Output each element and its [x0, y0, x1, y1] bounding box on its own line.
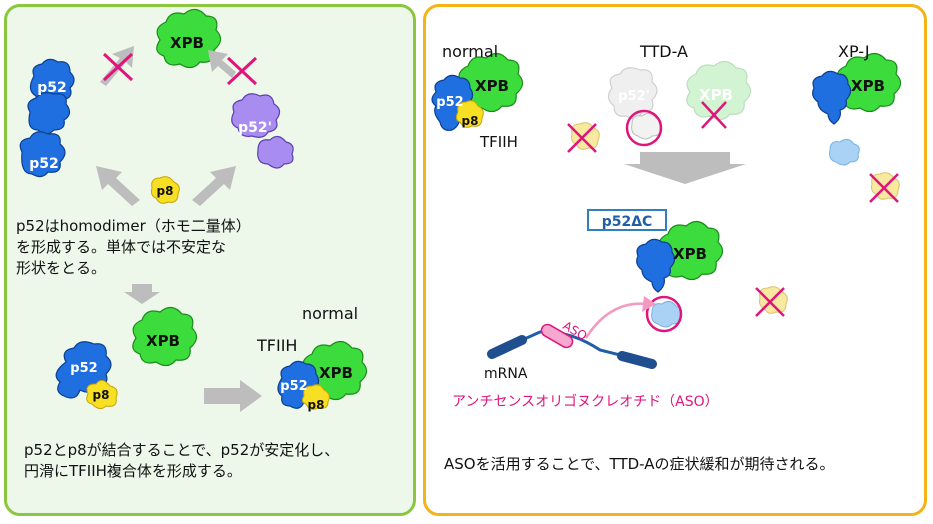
xpb-label: XPB [673, 245, 707, 263]
p52-prime-label: p52' [618, 89, 649, 104]
left-panel [4, 4, 416, 516]
p52-p8-complex: p52 p8 [55, 341, 118, 410]
cross-icon [102, 52, 258, 86]
left-text2-line2: 円滑にTFIIH複合体を形成する。 [24, 462, 242, 480]
normal-tfiih-complex: XPB p52 p8 [431, 52, 524, 131]
p52-label: p52 [37, 80, 67, 96]
right-summary-text: ASOを活用することで、TTD-Aの症状緩和が期待される。 [444, 455, 835, 473]
ttda-label: TTD-A [640, 42, 688, 61]
left-normal-label: normal [302, 304, 359, 323]
xpb-label: XPB [170, 34, 204, 52]
xpb-label: XPB [146, 332, 180, 350]
xpb-label: XPB [475, 77, 509, 95]
xpb-protein-middle: XPB [132, 306, 198, 367]
curved-arrow-icon [584, 302, 649, 339]
right-tfiih-label: TFIIH [480, 133, 518, 151]
p52-prime-label: p52' [238, 120, 272, 136]
xpj-complex: XPB [812, 52, 902, 166]
xpj-label: XP-J [838, 42, 870, 61]
p52dc-label: p52ΔC [587, 209, 667, 231]
left-text1-line3: 形状をとる。 [16, 259, 107, 277]
p8-missing-icon [567, 122, 600, 153]
cross-icon [701, 101, 727, 129]
p8-missing-icon [869, 172, 900, 203]
p52-label: p52 [29, 156, 59, 172]
aso-title: アンチセンスオリゴヌクレオチド（ASO） [452, 394, 719, 410]
p8-protein: p8 [151, 176, 180, 204]
arrow-icon [96, 166, 140, 206]
highlight-circle [645, 295, 683, 333]
left-text1-line2: を形成する。単体では不安定な [16, 238, 227, 256]
highlight-circle [625, 109, 663, 147]
p8-label: p8 [157, 184, 174, 198]
arrowhead-icon [642, 296, 656, 312]
arrow-icon [192, 166, 236, 206]
mrna-strand: ASO [487, 318, 657, 369]
xpb-protein-top: XPB [156, 8, 222, 69]
p8-label: p8 [462, 114, 479, 128]
down-arrow-icon [124, 284, 160, 304]
ttda-faded-proteins: p52' XPB [607, 60, 752, 121]
p52-homodimer: p52 p52 [19, 58, 75, 178]
p52-label: p52 [280, 379, 307, 394]
mrna-label: mRNA [484, 366, 528, 382]
p52-label: p52 [70, 361, 97, 376]
right-arrow-icon [204, 380, 262, 412]
left-text2-line1: p52とp8が結合することで、p52が安定化し、 [24, 441, 340, 459]
left-text1-line1: p52はhomodimer（ホモ二量体） [16, 217, 251, 235]
xpb-label: XPB [699, 86, 733, 104]
down-arrow-icon [624, 152, 746, 184]
left-tfiih-label: TFIIH [257, 336, 298, 355]
p52dc-complex: XPB [636, 220, 724, 293]
p52-prime-protein: p52' [231, 93, 294, 169]
right-normal-label: normal [442, 42, 499, 61]
xpb-label: XPB [851, 77, 885, 95]
p8-missing-icon [755, 286, 788, 317]
p8-label: p8 [93, 388, 110, 402]
tfiih-complex: XPB p52 p8 [277, 340, 368, 412]
p8-label: p8 [308, 398, 325, 412]
xpb-label: XPB [319, 364, 353, 382]
arrow-icon [208, 50, 236, 78]
p52-label: p52 [436, 95, 463, 110]
